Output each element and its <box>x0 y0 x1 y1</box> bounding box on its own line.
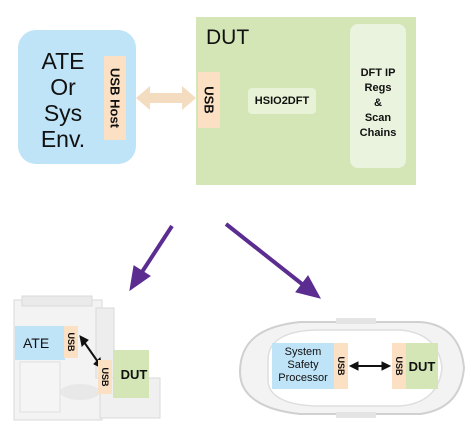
ate-usb-block: USB <box>64 326 78 358</box>
ate-usb-label: USB <box>66 332 76 352</box>
ssp-line: System <box>284 346 322 358</box>
ate-line: Env. <box>40 126 86 152</box>
dut-small-box: DUT <box>113 350 149 398</box>
dut-usb-label: USB <box>201 86 217 114</box>
car-dut-usb-block: USB <box>392 343 406 389</box>
usb-host-block: USB Host <box>104 56 126 140</box>
dft-line: Regs <box>364 82 392 94</box>
car-dut-box: DUT <box>406 343 438 389</box>
arrow-to-car-scenario <box>224 222 321 299</box>
arrow-to-ate-scenario <box>129 224 174 292</box>
usb-host-label: USB Host <box>107 68 123 128</box>
system-safety-processor-box: System Safety Processor <box>272 343 334 389</box>
ssp-line: Processor <box>278 372 328 384</box>
dft-ip-block <box>350 24 406 168</box>
ssp-usb-label: USB <box>336 356 346 376</box>
ate-system-label: ATE Or Sys Env. <box>22 48 104 152</box>
dft-line: DFT IP <box>360 67 396 79</box>
ate-line: Sys <box>43 100 83 126</box>
ssp-dut-link-arrow <box>348 361 392 371</box>
dut-small-usb-block: USB <box>98 360 112 394</box>
dft-line: & <box>374 97 382 109</box>
dft-line: Scan <box>364 112 392 124</box>
ate-line: ATE <box>41 48 85 74</box>
hsio2dft-block: HSIO2DFT <box>248 88 316 114</box>
host-link-arrow <box>136 86 196 110</box>
dut-small-usb-label: USB <box>100 367 110 387</box>
ssp-line: Safety <box>287 359 319 371</box>
ssp-usb-block: USB <box>334 343 348 389</box>
dft-line: Chains <box>359 127 397 139</box>
ate-small-box: ATE <box>15 326 65 360</box>
dut-title: DUT <box>206 26 250 49</box>
dft-ip-label: DFT IP Regs & Scan Chains <box>350 66 406 141</box>
dut-usb-block: USB <box>198 72 220 128</box>
ate-line: Or <box>50 74 76 100</box>
car-dut-usb-label: USB <box>394 356 404 376</box>
